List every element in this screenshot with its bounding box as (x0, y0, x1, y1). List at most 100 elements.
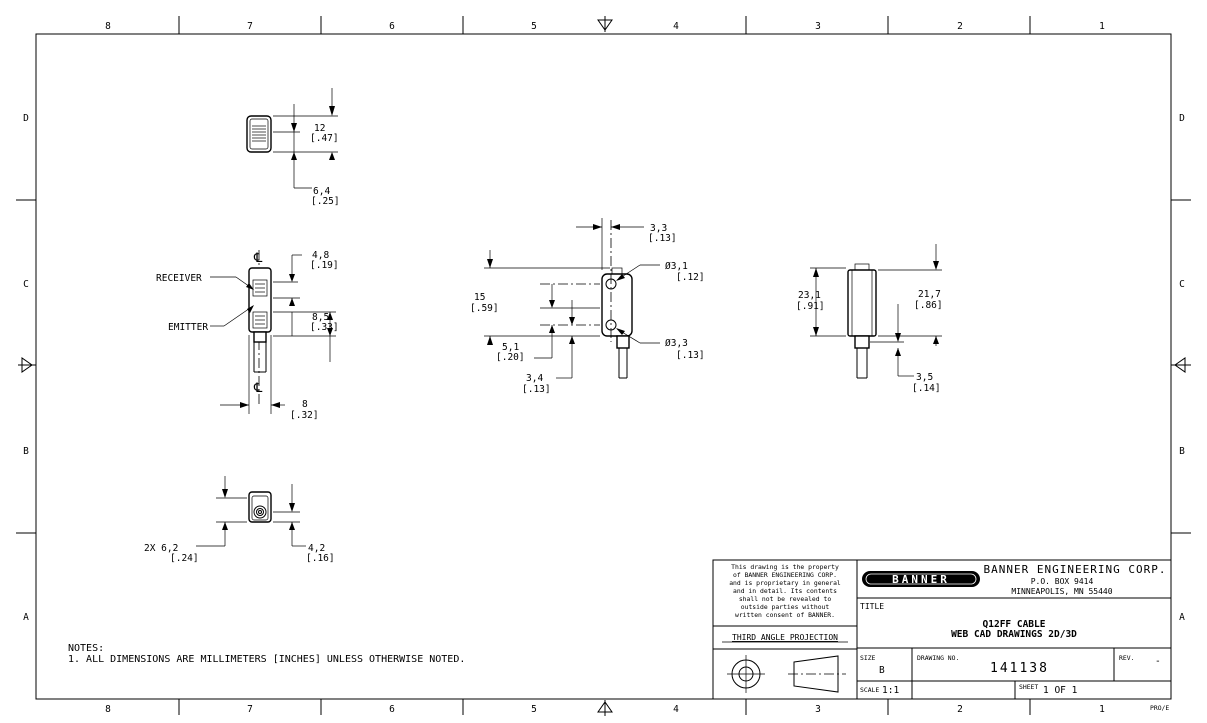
side-view: ℄ ℄ RECEIVER EMITTER 4,8 [.19] (156, 250, 339, 421)
dim-bottom-width-in: [.24] (170, 553, 199, 564)
scale-value: 1:1 (882, 685, 899, 696)
col-label-bottom: 8 (105, 704, 111, 715)
col-label-top: 8 (105, 21, 111, 32)
column-labels: 8 7 6 5 4 3 2 1 8 7 6 5 4 3 2 1 (105, 21, 1105, 715)
col-label-bottom: 3 (815, 704, 821, 715)
legal-line: shall not be revealed to (739, 595, 831, 603)
drawing-no-label: DRAWING NO. (917, 654, 959, 662)
col-label-bottom: 4 (673, 704, 679, 715)
dim-side-b-in: [.33] (310, 322, 339, 333)
legal-line: This drawing is the property (731, 563, 839, 571)
dim-side-width-in: [.32] (290, 410, 319, 421)
drawing-border (16, 16, 1191, 716)
front-view: 3,3 [.13] Ø3,1 [.12] Ø3,3 [.13] 15 [.59]… (470, 218, 705, 395)
dim-front-height: 15 (474, 292, 485, 303)
row-label-left: D (23, 113, 29, 124)
third-angle-projection-icon (727, 655, 846, 693)
dim-front-bottom-in: [.13] (522, 384, 551, 395)
col-label-bottom: 5 (531, 704, 537, 715)
dim-hole-top: Ø3,1 (665, 261, 688, 272)
notes-heading: NOTES: (68, 643, 104, 654)
col-label-bottom: 2 (957, 704, 963, 715)
centerline-top: ℄ (253, 251, 263, 266)
drawing-title-1: Q12FF CABLE (983, 619, 1046, 630)
legal-line: and is proprietary in general (729, 579, 841, 587)
drawing-title-2: WEB CAD DRAWINGS 2D/3D (951, 629, 1077, 640)
row-label-right: B (1179, 446, 1185, 457)
row-label-right: D (1179, 113, 1185, 124)
title-block: This drawing is the property of BANNER E… (712, 559, 1172, 712)
pro-e-mark: PRO/E (1150, 704, 1169, 712)
col-label-top: 1 (1099, 21, 1105, 32)
company-address-2: MINNEAPOLIS, MN 55440 (1011, 587, 1112, 596)
right-side-view: 23,1 [.91] 21,7 [.86] 3,5 [.14] (796, 244, 943, 394)
col-label-top: 7 (247, 21, 253, 32)
size-label: SIZE (860, 654, 876, 662)
col-label-bottom: 6 (389, 704, 395, 715)
legal-notice: This drawing is the property of BANNER E… (729, 563, 841, 619)
dim-right-cable: 3,5 (916, 372, 933, 383)
dim-front-center-in: [.20] (496, 352, 525, 363)
dim-front-center: 5,1 (502, 342, 519, 353)
dim-hole-bottom-in: [.13] (676, 350, 705, 361)
col-label-top: 6 (389, 21, 395, 32)
title-label: TITLE (860, 602, 884, 611)
scale-label: SCALE (860, 686, 879, 694)
dim-right-height: 23,1 (798, 290, 821, 301)
dim-front-width: 3,3 (650, 223, 667, 234)
dim-bottom-width: 2X 6,2 (144, 543, 178, 554)
dim-front-height-in: [.59] (470, 303, 499, 314)
notes: NOTES: 1. ALL DIMENSIONS ARE MILLIMETERS… (68, 643, 465, 665)
legal-line: of BANNER ENGINEERING CORP. (733, 571, 837, 579)
company-name: BANNER ENGINEERING CORP. (984, 563, 1167, 576)
row-label-left: A (23, 612, 29, 623)
dim-bottom-height: 4,2 (308, 543, 325, 554)
legal-line: outside parties without (741, 603, 830, 611)
row-label-right: A (1179, 612, 1185, 623)
dim-side-a-in: [.19] (310, 260, 339, 271)
dim-bottom-height-in: [.16] (306, 553, 335, 564)
dim-top-height-in: [.47] (310, 133, 339, 144)
dim-side-width: 8 (302, 399, 308, 410)
row-label-right: C (1179, 279, 1185, 290)
banner-logo: BANNER (862, 571, 980, 587)
dim-side-a: 4,8 (312, 250, 329, 261)
col-label-top: 2 (957, 21, 963, 32)
projection-label: THIRD ANGLE PROJECTION (732, 633, 838, 642)
sheet-label: SHEET (1019, 683, 1038, 691)
dim-right-height-in: [.91] (796, 301, 825, 312)
sheet-value: 1 OF 1 (1043, 685, 1078, 696)
top-view: 12 [.47] 6,4 [.25] (246, 88, 340, 207)
drawing-number: 141138 (990, 661, 1049, 676)
legal-line: and in detail. Its contents (733, 587, 837, 595)
legal-line: written consent of BANNER. (735, 611, 835, 619)
col-label-top: 3 (815, 21, 821, 32)
notes-line-1: 1. ALL DIMENSIONS ARE MILLIMETERS [INCHE… (68, 654, 465, 665)
label-emitter: EMITTER (168, 322, 208, 333)
dim-right-body: 21,7 (918, 289, 941, 300)
col-label-top: 5 (531, 21, 537, 32)
rev-label: REV. (1119, 654, 1134, 662)
col-label-bottom: 7 (247, 704, 253, 715)
row-label-left: B (23, 446, 29, 457)
dim-hole-top-in: [.12] (676, 272, 705, 283)
dim-top-height: 12 (314, 123, 325, 134)
bottom-view: 2X 6,2 [.24] 4,2 [.16] (144, 476, 335, 564)
dim-right-cable-in: [.14] (912, 383, 941, 394)
label-receiver: RECEIVER (156, 273, 202, 284)
company-address-1: P.O. BOX 9414 (1031, 577, 1094, 586)
dim-right-body-in: [.86] (914, 300, 943, 311)
dim-side-b: 8,5 (312, 312, 329, 323)
dim-front-width-in: [.13] (648, 233, 677, 244)
dim-hole-bottom: Ø3,3 (665, 338, 688, 349)
dim-front-bottom: 3,4 (526, 373, 543, 384)
dim-top-width-in: [.25] (311, 196, 340, 207)
col-label-top: 4 (673, 21, 679, 32)
banner-logo-text: BANNER (892, 573, 950, 586)
rev-value: - (1155, 656, 1161, 667)
centerline-bottom: ℄ (253, 381, 263, 396)
col-label-bottom: 1 (1099, 704, 1105, 715)
row-label-left: C (23, 279, 29, 290)
row-labels: D C B A D C B A (23, 113, 1185, 623)
